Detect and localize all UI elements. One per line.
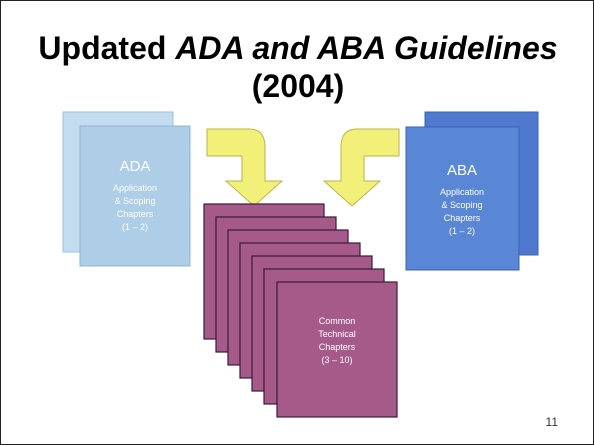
slide-title: Updated ADA and ABA Guidelines (2004) <box>1 29 593 105</box>
technical-line-3: Chapters <box>319 342 356 352</box>
aba-line-2: & Scoping <box>441 200 482 210</box>
aba-document-stack: ABA Application & Scoping Chapters (1 – … <box>405 111 539 271</box>
ada-front-page <box>79 125 191 267</box>
ada-line-4: (1 – 2) <box>122 222 148 232</box>
left-curved-arrow <box>206 128 284 207</box>
ada-line-2: & Scoping <box>114 196 155 206</box>
technical-line-4: (3 – 10) <box>321 355 352 365</box>
ada-line-3: Chapters <box>117 209 154 219</box>
ada-heading: ADA <box>120 158 151 175</box>
aba-heading: ABA <box>447 162 477 179</box>
title-line-2: (2004) <box>251 68 345 104</box>
ada-line-1: Application <box>113 183 157 193</box>
slide-number: 11 <box>545 415 558 429</box>
technical-document-stack: Common Technical Chapters (3 – 10) <box>203 203 398 418</box>
aba-line-1: Application <box>440 187 484 197</box>
technical-line-1: Common <box>319 316 356 326</box>
title-line-1: Updated ADA and ABA Guidelines <box>1 29 593 67</box>
technical-page-front <box>276 281 398 418</box>
right-curved-arrow <box>322 128 400 207</box>
aba-line-3: Chapters <box>444 213 481 223</box>
ada-document-stack: ADA Application & Scoping Chapters (1 – … <box>62 111 191 267</box>
technical-line-2: Technical <box>318 329 356 339</box>
title-text-plain: Updated <box>38 30 176 66</box>
title-text-italic: ADA and ABA Guidelines <box>175 30 558 66</box>
aba-front-page <box>405 126 520 271</box>
aba-line-4: (1 – 2) <box>449 226 475 236</box>
